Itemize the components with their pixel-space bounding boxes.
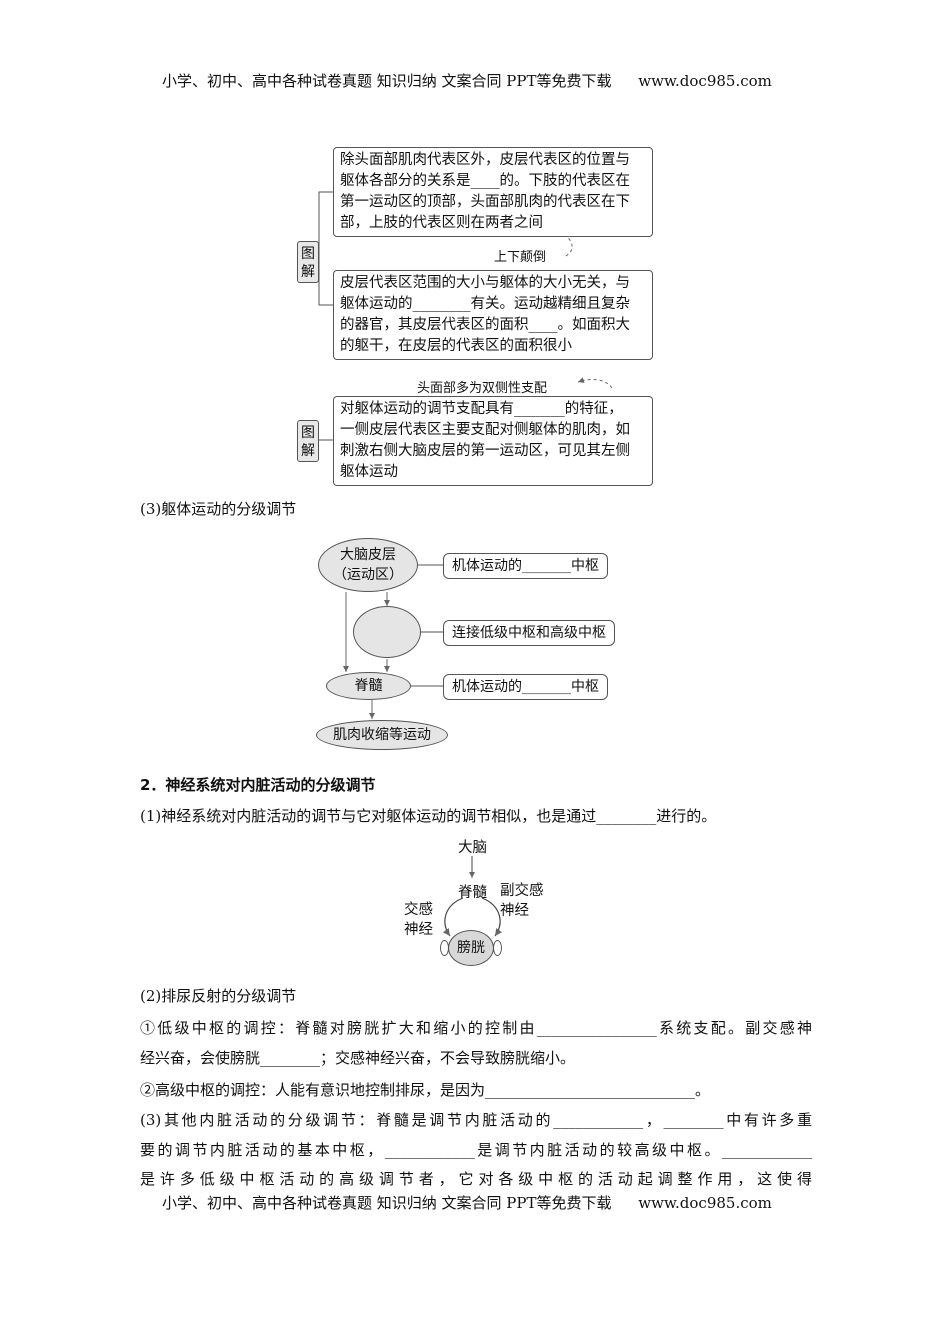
label-line: 交感 bbox=[404, 902, 433, 918]
cerebral-cortex-node: 大脑皮层 （运动区） bbox=[318, 538, 418, 592]
node-label: （运动区） bbox=[333, 567, 403, 583]
section-title: 2．神经系统对内脏活动的分级调节 bbox=[140, 776, 376, 794]
flow-box-mid: 连接低级中枢和高级中枢 bbox=[443, 620, 615, 646]
header-text: 小学、初中、高中各种试卷真题 知识归纳 文案合同 PPT等免费下载 bbox=[162, 72, 612, 90]
paragraph-2b: ②高级中枢的调控：人能有意识地控制排尿，是因为_________________… bbox=[140, 1081, 711, 1099]
blank-node bbox=[353, 606, 421, 658]
paragraph-2: (2)排尿反射的分级调节 bbox=[140, 987, 297, 1005]
box-line: 躯体运动 bbox=[340, 464, 398, 480]
box-line: 的躯干，在皮层的代表区的面积很小 bbox=[340, 338, 572, 354]
bladder-left-ear bbox=[440, 940, 449, 956]
diagram-tag: 图解 bbox=[297, 241, 319, 283]
box-line: 的器官，其皮层代表区的面积____。如面积大 bbox=[340, 317, 630, 333]
box-line: 躯体各部分的关系是____的。下肢的代表区在 bbox=[340, 173, 630, 189]
node-label: 大脑皮层 bbox=[340, 547, 396, 563]
paragraph-3-line2: 要的调节内脏活动的基本中枢，____________是调节内脏活动的较高级中枢。… bbox=[140, 1141, 812, 1159]
footer-text: 小学、初中、高中各种试卷真题 知识归纳 文案合同 PPT等免费下载 bbox=[162, 1194, 612, 1212]
brain-label: 大脑 bbox=[458, 840, 487, 856]
box-line: 躯体运动的________有关。运动越精细且复杂 bbox=[340, 296, 630, 312]
spinal-label: 脊髓 bbox=[458, 885, 487, 901]
label-line: 神经 bbox=[404, 922, 433, 938]
muscle-contraction-node: 肌肉收缩等运动 bbox=[316, 720, 448, 750]
spinal-cord-node: 脊髓 bbox=[326, 672, 411, 700]
header-url[interactable]: www.doc985.com bbox=[638, 72, 772, 90]
paragraph-2a-line2: 经兴奋，会使膀胱________；交感神经兴奋，不会导致膀胱缩小。 bbox=[140, 1049, 576, 1067]
paragraph-2a-line1: ①低级中枢的调控：脊髓对膀胱扩大和缩小的控制由________________系… bbox=[140, 1019, 812, 1037]
paragraph-1: (1)神经系统对内脏活动的调节与它对躯体运动的调节相似，也是通过________… bbox=[140, 807, 717, 825]
subsection-heading: (3)躯体运动的分级调节 bbox=[140, 500, 297, 518]
flow-box-bottom: 机体运动的_______中枢 bbox=[443, 674, 608, 700]
paragraph-3-line3: 是许多低级中枢活动的高级调节者，它对各级中枢的活动起调整作用，这使得 bbox=[140, 1170, 812, 1188]
flow-box-top: 机体运动的_______中枢 bbox=[443, 553, 608, 579]
box-line: 第一运动区的顶部，头面部肌肉的代表区在下 bbox=[340, 194, 630, 210]
cortex-position-box: 除头面部肌肉代表区外，皮层代表区的位置与 躯体各部分的关系是____的。下肢的代… bbox=[333, 147, 653, 237]
box-line: 对躯体运动的调节支配具有_______的特征， bbox=[340, 401, 623, 417]
page-header: 小学、初中、高中各种试卷真题 知识归纳 文案合同 PPT等免费下载 www.do… bbox=[162, 70, 772, 91]
box-line: 刺激右侧大脑皮层的第一运动区，可见其左侧 bbox=[340, 443, 630, 459]
cortex-area-box: 皮层代表区范围的大小与躯体的大小无关，与 躯体运动的________有关。运动越… bbox=[333, 270, 653, 360]
box-line: 皮层代表区范围的大小与躯体的大小无关，与 bbox=[340, 275, 630, 291]
sympathetic-label: 交感 神经 bbox=[404, 900, 433, 940]
bladder-right-ear bbox=[493, 940, 502, 956]
paragraph-3-line1: (3)其他内脏活动的分级调节：脊髓是调节内脏活动的____________，__… bbox=[140, 1111, 812, 1129]
inverted-note: 上下颠倒 bbox=[494, 250, 547, 265]
contralateral-box: 对躯体运动的调节支配具有_______的特征， 一侧皮层代表区主要支配对侧躯体的… bbox=[333, 396, 653, 486]
box-line: 部，上肢的代表区则在两者之间 bbox=[340, 215, 543, 231]
footer-url[interactable]: www.doc985.com bbox=[638, 1194, 772, 1212]
bladder-node: 膀胱 bbox=[448, 930, 494, 966]
bilateral-note: 头面部多为双侧性支配 bbox=[417, 381, 548, 396]
label-line: 神经 bbox=[500, 903, 529, 919]
box-line: 一侧皮层代表区主要支配对侧躯体的肌肉，如 bbox=[340, 422, 630, 438]
diagram-tag: 图解 bbox=[297, 420, 319, 462]
parasympathetic-label: 副交感 神经 bbox=[500, 881, 544, 921]
label-line: 副交感 bbox=[500, 883, 544, 899]
page-footer: 小学、初中、高中各种试卷真题 知识归纳 文案合同 PPT等免费下载 www.do… bbox=[162, 1192, 772, 1213]
box-line: 除头面部肌肉代表区外，皮层代表区的位置与 bbox=[340, 152, 630, 168]
